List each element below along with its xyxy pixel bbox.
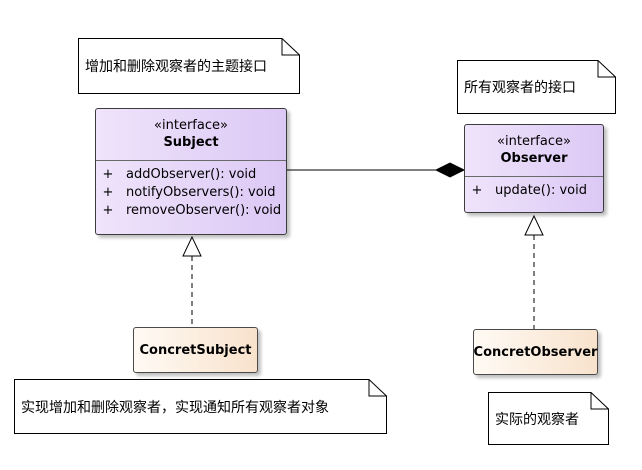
- observer-note-text: 所有观察者的接口: [464, 80, 576, 96]
- observer-stereotype: «interface»: [497, 134, 571, 149]
- concrete-subject-note-text: 实现增加和删除观察者，实现通知所有观察者对象: [21, 399, 329, 416]
- operation-row: + addObserver(): void: [96, 165, 286, 183]
- operation-signature: notifyObservers(): void: [126, 184, 276, 200]
- operation-signature: update(): void: [495, 182, 587, 198]
- operation-row: + notifyObservers(): void: [96, 183, 286, 201]
- note-frame: [457, 60, 616, 114]
- visibility-marker: +: [471, 182, 483, 198]
- note-frame: [78, 38, 300, 94]
- concrete-subject-name: ConcretSubject: [139, 342, 252, 358]
- note-frame: [14, 379, 387, 434]
- observer-class[interactable]: «interface» Observer + update(): void: [464, 124, 604, 213]
- realization-arrow-observer: [524, 214, 544, 236]
- concrete-observer-note-text: 实际的观察者: [495, 411, 579, 428]
- concrete-observer-name: ConcretObserver: [473, 344, 598, 360]
- concrete-subject-class[interactable]: ConcretSubject: [133, 327, 258, 373]
- subject-note-text: 增加和删除观察者的主题接口: [85, 59, 267, 75]
- operation-signature: addObserver(): void: [126, 166, 257, 182]
- visibility-marker: +: [102, 202, 114, 218]
- operation-row: + update(): void: [465, 181, 603, 199]
- operation-row: + removeObserver(): void: [96, 201, 286, 219]
- concrete-observer-class[interactable]: ConcretObserver: [473, 329, 598, 375]
- visibility-marker: +: [102, 184, 114, 200]
- concrete-observer-note[interactable]: 实际的观察者: [488, 392, 609, 445]
- subject-note[interactable]: 增加和删除观察者的主题接口: [78, 38, 300, 94]
- subject-class-header: «interface» Subject: [96, 109, 286, 161]
- subject-class[interactable]: «interface» Subject + addObserver(): voi…: [95, 108, 287, 235]
- operation-signature: removeObserver(): void: [126, 202, 282, 218]
- visibility-marker: +: [102, 166, 114, 182]
- subject-operations: + addObserver(): void + notifyObservers(…: [96, 161, 286, 219]
- composition-diamond: [434, 162, 466, 178]
- observer-class-name: Observer: [500, 151, 568, 166]
- concrete-subject-note[interactable]: 实现增加和删除观察者，实现通知所有观察者对象: [14, 379, 387, 434]
- observer-note[interactable]: 所有观察者的接口: [457, 60, 616, 114]
- subject-class-name: Subject: [163, 135, 219, 150]
- note-frame: [488, 392, 609, 445]
- realization-arrow-subject: [182, 235, 202, 257]
- subject-stereotype: «interface»: [154, 118, 228, 133]
- observer-operations: + update(): void: [465, 177, 603, 199]
- observer-class-header: «interface» Observer: [465, 125, 603, 177]
